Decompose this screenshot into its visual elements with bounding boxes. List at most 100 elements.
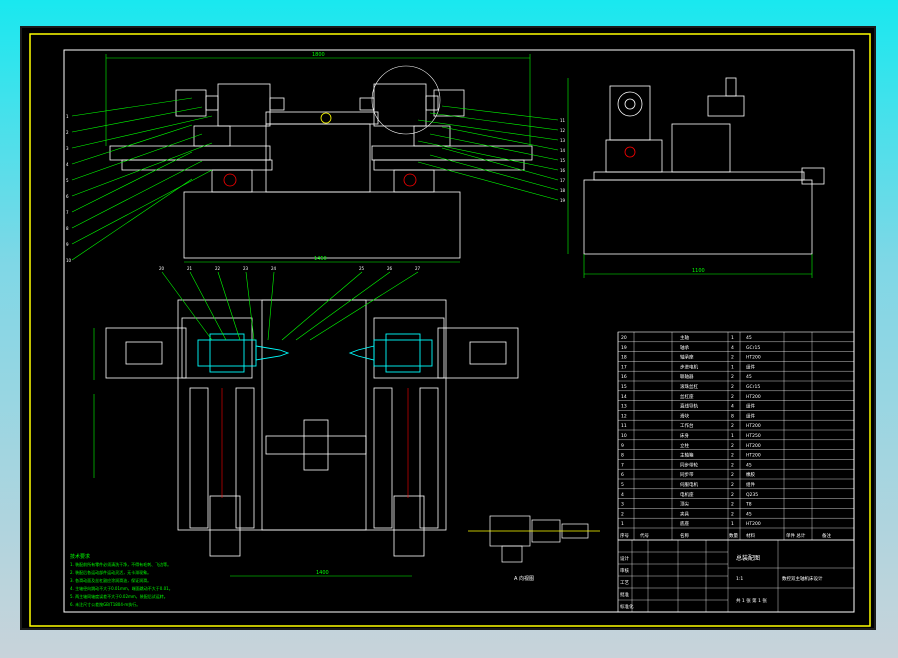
outer-frame [29, 33, 871, 627]
bom-cell-no: 20 [621, 335, 627, 341]
section-callout-line [217, 271, 241, 341]
bom-cell-name: 主轴箱 [680, 452, 694, 459]
section-callout-line [267, 271, 275, 341]
bom-cell-qty: 2 [731, 384, 734, 390]
section-callout-label: 22 [215, 266, 221, 271]
leader-right-label: 11 [560, 118, 566, 123]
bom-cell-name: 滑块 [680, 412, 689, 419]
bom-cell-name: 步进电机 [680, 363, 698, 370]
bom-cell-material: 45 [746, 335, 752, 341]
side-view [583, 77, 825, 255]
bom-cell-no: 3 [621, 502, 624, 508]
bom-cell-material: HT200 [746, 443, 761, 449]
bom-header-cell: 材料 [746, 532, 755, 539]
bom-cell-qty: 1 [731, 335, 734, 341]
bom-cell-name: 滚珠丝杠 [680, 383, 698, 390]
bom-cell-no: 4 [621, 492, 624, 498]
bom-header-cell: 数量 [729, 532, 738, 539]
leader-left-label: 3 [66, 146, 69, 151]
bom-cell-name: 直线导轨 [680, 403, 698, 410]
cyan-spindle-left [197, 333, 290, 373]
front-bottom-dimension-text: 1450 [314, 256, 327, 262]
leader-right-line [417, 119, 559, 141]
bom-cell-name: 床身 [680, 432, 689, 439]
leader-left-line [71, 97, 193, 117]
leader-left-label: 4 [66, 162, 69, 167]
bom-cell-no: 7 [621, 462, 624, 468]
bom-cell-material: HT200 [746, 394, 761, 400]
bom-cell-qty: 2 [731, 355, 734, 361]
bom-cell-material: Q235 [746, 492, 758, 498]
leader-left-label: 9 [66, 242, 69, 247]
bom-border [617, 331, 855, 541]
leader-left-line [71, 133, 203, 181]
bom-cell-no: 19 [621, 345, 627, 351]
section-callout-label: 23 [243, 266, 249, 271]
bom-cell-material: 橡胶 [746, 471, 755, 478]
section-callout-line [295, 271, 391, 341]
leader-left-label: 7 [66, 210, 69, 215]
side-dimension [567, 78, 813, 278]
bom-cell-qty: 2 [731, 472, 734, 478]
bom-cell-qty: 2 [731, 423, 734, 429]
bom-cell-no: 11 [621, 423, 627, 429]
bom-cell-qty: 2 [731, 462, 734, 468]
bom-cell-material: 组件 [746, 412, 755, 419]
bom-cell-material: T8 [745, 502, 752, 508]
leader-right-label: 13 [560, 138, 566, 143]
section-callout-label: 20 [159, 266, 165, 271]
inner-frame [63, 49, 855, 613]
leader-right-line [441, 126, 559, 151]
bom-cell-no: 8 [621, 453, 624, 459]
tech-requirement-line: 2. 装配后各运动部件运动灵活，无卡滞现象。 [70, 569, 151, 575]
bom-cell-material: HT200 [746, 355, 761, 361]
leader-left-label: 8 [66, 226, 69, 231]
bom-cell-no: 12 [621, 413, 627, 419]
leader-left-line [71, 169, 213, 245]
section-callout-label: 21 [187, 266, 193, 271]
leader-left-label: 2 [66, 130, 69, 135]
bom-header-cell: 名称 [680, 532, 689, 539]
bom-header-cell: 序号 [620, 532, 629, 539]
title-block-scale: 1:1 [736, 576, 743, 582]
bom-cell-qty: 2 [731, 511, 734, 517]
leader-left-line [71, 151, 193, 213]
front-view [109, 65, 533, 259]
section-callout-label: 24 [271, 266, 277, 271]
section-callout-label: 25 [359, 266, 365, 271]
section-callout-line [281, 271, 363, 341]
title-block-title: 总装配图 [736, 554, 760, 562]
title-block-label: 标准化 [620, 603, 634, 610]
leader-right-label: 14 [560, 148, 566, 153]
bom-cell-qty: 1 [731, 521, 734, 527]
bom-cell-qty: 8 [731, 413, 734, 419]
leader-right-label: 15 [560, 158, 566, 163]
bom-cell-no: 2 [621, 511, 624, 517]
tech-requirements-title: 技术要求 [70, 553, 90, 560]
leader-right-line [441, 105, 559, 121]
tech-requirement-line: 3. 各滑动面及丝杠副应涂润滑油，保证润滑。 [70, 577, 151, 583]
leader-right-label: 19 [560, 198, 566, 203]
red-leadscrews [221, 388, 409, 498]
bom-cell-name: 工作台 [680, 422, 694, 429]
bom-header-cell: 备注 [822, 532, 831, 539]
side-dimension-text: 1100 [692, 268, 705, 274]
bom-cell-no: 9 [621, 443, 624, 449]
bom-cell-name: 主轴 [680, 334, 689, 341]
bom-cell-qty: 4 [731, 404, 734, 410]
title-block-label: 审核 [620, 567, 629, 574]
leader-left-line [71, 124, 193, 165]
bom-cell-no: 15 [621, 384, 627, 390]
bom-cell-name: 同步带轮 [680, 461, 698, 468]
bom-cell-no: 14 [621, 394, 627, 400]
title-block-label: 批准 [620, 591, 629, 598]
leader-right-line [417, 140, 559, 171]
leader-left-line [71, 142, 213, 197]
bom-cell-qty: 4 [731, 345, 734, 351]
bom-cell-material: GCr15 [746, 345, 760, 351]
bom-cell-name: 顶尖 [680, 501, 689, 508]
